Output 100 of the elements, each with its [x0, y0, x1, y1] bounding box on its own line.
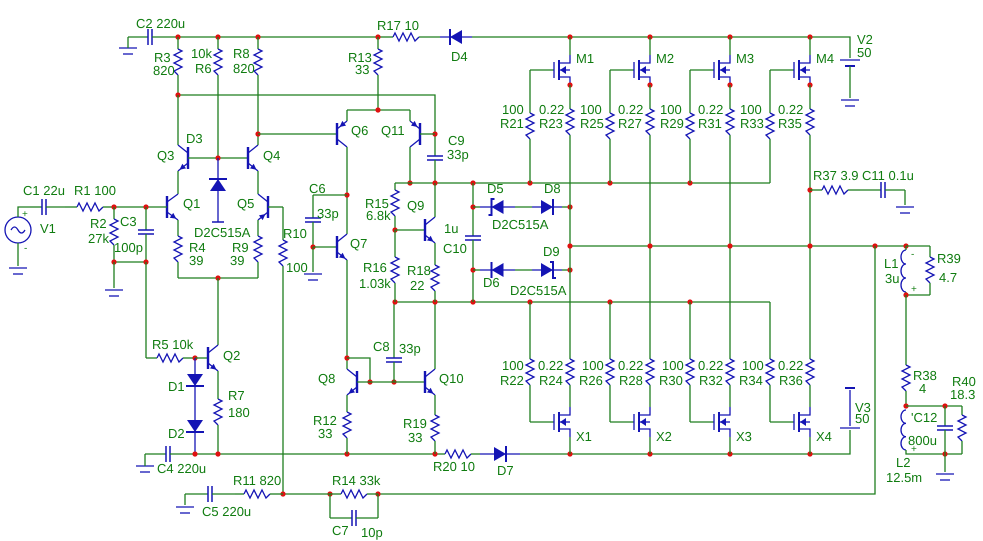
component-label: 12.5m: [886, 471, 922, 484]
component-label: R31: [698, 117, 722, 130]
component-label: 33: [355, 63, 370, 76]
component-label: R40: [952, 375, 976, 388]
component-label: M4: [816, 52, 834, 65]
component-label: R23: [539, 117, 563, 130]
component-label: D3: [186, 132, 203, 145]
component-label: R28: [619, 374, 643, 387]
component-label: R6: [195, 62, 212, 75]
component-label: 50: [855, 412, 870, 425]
component-label: 0.22: [539, 103, 564, 116]
component-label: R4: [189, 241, 206, 254]
polarity-mark: +: [911, 285, 917, 295]
component-label: R18: [407, 264, 431, 277]
component-label: D2C515A: [492, 218, 548, 231]
component-label: 100: [286, 261, 308, 274]
component-label: C6: [309, 182, 326, 195]
component-label: 22: [410, 279, 424, 292]
component-label: C1 22u: [23, 184, 65, 197]
component-label: 0.22: [698, 359, 724, 372]
component-label: 100: [740, 103, 762, 116]
component-label: 4.7: [939, 271, 958, 284]
component-label: D1: [168, 380, 185, 393]
component-label: 0.22: [778, 103, 804, 116]
component-label: D5: [487, 182, 504, 195]
component-label: 'C12: [911, 411, 938, 424]
component-label: 27k: [88, 232, 109, 245]
component-label: R22: [500, 374, 524, 387]
component-label: 0.22: [618, 103, 644, 116]
component-label: 100: [580, 103, 602, 116]
component-label: 50: [857, 46, 872, 59]
component-label: 0.22: [618, 359, 644, 372]
component-label: 100: [742, 359, 764, 372]
component-label: R33: [740, 117, 764, 130]
component-label: R3: [154, 51, 171, 64]
component-label: X1: [576, 430, 592, 443]
component-label: Q5: [237, 197, 254, 210]
component-label: C5 220u: [202, 505, 252, 518]
component-label: R14 33k: [332, 474, 380, 487]
component-label: 6.8k: [366, 209, 391, 222]
component-label: 33: [408, 431, 422, 444]
component-label: D2C515A: [510, 284, 566, 297]
component-label: R36: [779, 374, 803, 387]
component-label: 10k: [191, 47, 212, 60]
component-label: R2: [90, 217, 107, 230]
component-label: 100p: [114, 241, 143, 254]
component-label: 100: [502, 359, 524, 372]
component-label: R27: [618, 117, 642, 130]
component-label: M1: [576, 52, 594, 65]
component-label: Q11: [381, 124, 405, 137]
component-label: 0.22: [538, 359, 564, 372]
component-label: 0.22: [778, 359, 804, 372]
component-label: M3: [736, 52, 754, 65]
component-label: 4: [919, 382, 926, 395]
polarity-mark: -: [24, 244, 28, 254]
component-label: R25: [580, 117, 604, 130]
component-label: R24: [539, 374, 563, 387]
component-label: 180: [228, 406, 250, 419]
polarity-mark: -: [911, 250, 914, 260]
polarity-mark: +: [22, 210, 28, 220]
component-label: 18.3: [950, 388, 976, 401]
component-label: R35: [778, 117, 802, 130]
component-label: 0.22: [698, 103, 724, 116]
component-label: V2: [857, 33, 873, 46]
component-label: 33p: [317, 207, 339, 220]
component-label: R38: [913, 369, 937, 382]
component-label: Q4: [263, 149, 280, 162]
component-label: C3: [120, 215, 137, 228]
component-label: Q2: [223, 349, 240, 362]
component-label: R5 10k: [152, 338, 194, 351]
component-label: D2: [168, 427, 185, 440]
component-label: Q3: [157, 149, 174, 162]
component-label: C10: [443, 242, 467, 255]
component-label: L1: [884, 257, 898, 270]
component-label: X2: [656, 430, 672, 443]
component-label: C9: [448, 134, 465, 147]
component-label: R7: [228, 389, 245, 402]
component-label: X4: [816, 430, 832, 443]
component-label: 33p: [399, 342, 421, 355]
component-label: R13: [348, 51, 372, 64]
component-label: D7: [497, 464, 514, 477]
component-label: R34: [739, 374, 763, 387]
component-label: R1 100: [74, 184, 116, 197]
component-label: X3: [736, 430, 752, 443]
component-label: R37 3.9: [813, 169, 859, 182]
component-label: C11 0.1u: [862, 169, 914, 182]
component-label: 3u: [885, 272, 900, 285]
component-label: R19: [403, 417, 427, 430]
component-label: 39: [230, 254, 244, 267]
component-label: R32: [699, 374, 723, 387]
component-label: M2: [656, 52, 674, 65]
component-label: C7: [332, 524, 349, 537]
component-label: R29: [660, 117, 684, 130]
component-label: 820: [233, 62, 255, 75]
component-label: Q1: [183, 197, 200, 210]
component-label: Q7: [350, 237, 368, 250]
component-label: R16: [363, 261, 387, 274]
component-label: 100: [662, 359, 684, 372]
component-label: R12: [313, 414, 337, 427]
component-label: Q9: [407, 199, 424, 212]
